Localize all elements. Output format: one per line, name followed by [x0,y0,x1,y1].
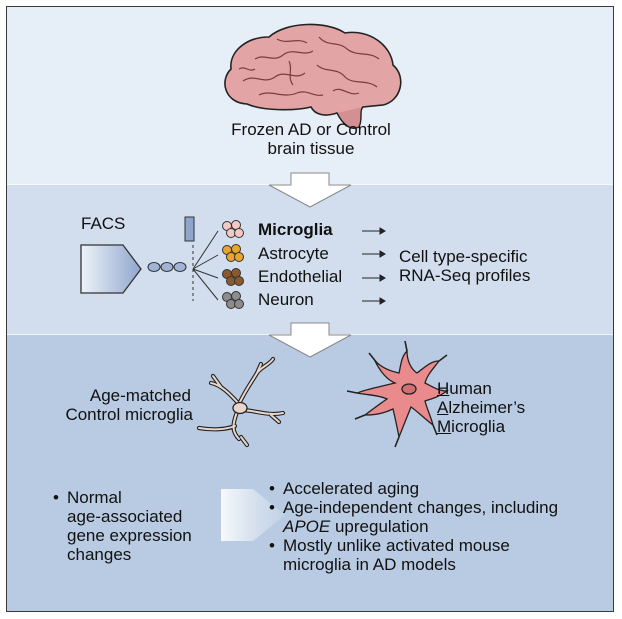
profiles-line: Cell type-specific [399,247,528,266]
facs-label: FACS [81,214,126,233]
tissue-caption: Frozen AD or Control brain tissue [191,120,431,158]
cell-type-microglia: Microglia [258,220,333,239]
ham-label: Human Alzheimer’s Microglia [437,379,525,436]
arrow-right-icon [362,227,386,305]
bullet-line: Mostly unlike activated mouse [283,536,510,555]
ham-microglia-icon [346,340,449,448]
ham-letter: H [437,379,450,398]
bullet-item: Accelerated aging [269,479,558,498]
bullet-line: Age-independent changes, including [283,498,559,517]
bullet-line: gene expression [67,526,192,545]
ham-findings-bullets: Accelerated aging Age-independent change… [269,479,558,574]
neuron-cells-icon [222,291,244,309]
bullet-line: Normal [67,488,122,507]
bullet-line: changes [67,545,132,564]
tissue-caption-line: Frozen AD or Control [231,120,391,139]
cell-type-neuron: Neuron [258,290,314,309]
down-arrow-icon [268,322,352,358]
bullet-line: Accelerated aging [283,479,420,498]
control-microglia-label: Age-matched Control microglia [53,386,193,424]
endothelial-cells-icon [222,268,244,286]
cell-stream-icon [147,262,187,272]
astrocyte-cells-icon [222,244,244,262]
sort-paths [192,230,219,301]
normal-aging-bullet: Normal age-associated gene expression ch… [53,488,192,564]
microglia-cells-icon [222,220,244,238]
ham-word: icroglia [451,417,506,436]
control-microglia-icon [196,356,286,448]
profiles-label: Cell type-specific RNA-Seq profiles [399,247,530,285]
control-label-line: Control microglia [65,405,193,424]
brain-icon [224,23,402,129]
gene-name: APOE [283,517,331,536]
bullet-item: Age-independent changes, including APOE … [269,498,558,536]
ham-word: uman [449,379,492,398]
figure-frame: Frozen AD or Control brain tissue FACS M… [6,6,614,612]
cell-type-astrocyte: Astrocyte [258,244,329,263]
ham-label-line: Alzheimer’s [437,398,525,417]
ham-label-line: Microglia [437,417,525,436]
ham-letter: A [437,398,449,417]
profiles-line: RNA-Seq profiles [399,266,531,285]
ham-letter: M [437,417,452,436]
bullet-line: age-associated [67,507,183,526]
bullet-line: APOE upregulation [283,517,558,536]
cell-type-endothelial: Endothelial [258,267,343,286]
bullet-text: upregulation [330,517,429,536]
facs-machine-icon [80,244,142,294]
bullet-item: Normal age-associated gene expression ch… [53,488,192,564]
control-label-line: Age-matched [89,386,191,405]
ham-word: lzheimer’s [448,398,526,417]
tissue-caption-line: brain tissue [267,139,355,158]
ham-label-line: Human [437,379,525,398]
diagram-graphics [80,23,449,541]
bullet-line: microglia in AD models [283,555,456,574]
down-arrow-icon [268,172,352,208]
bullet-item: Mostly unlike activated mouse microglia … [269,536,558,574]
sort-gate-icon [184,216,195,242]
